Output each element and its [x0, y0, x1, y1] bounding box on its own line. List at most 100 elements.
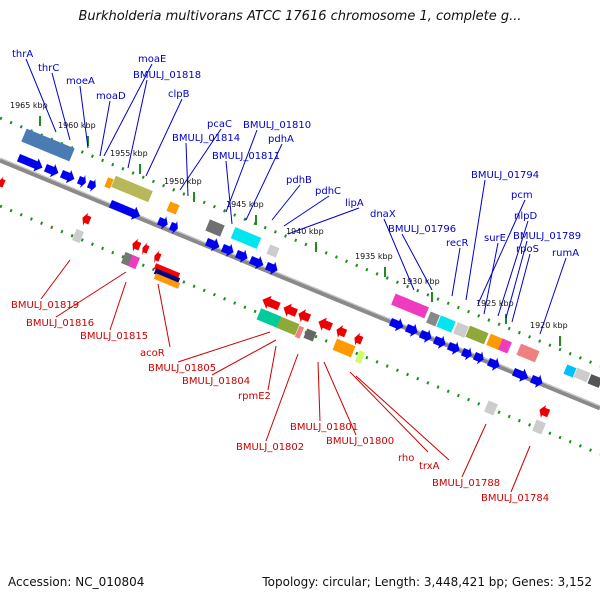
forward-gene-arrow [43, 164, 59, 178]
gene-label-forward[interactable]: surE [484, 233, 506, 244]
gene-box [486, 333, 504, 351]
gene-label-forward[interactable]: pdhC [315, 186, 341, 197]
forward-gene-arrow [16, 154, 43, 172]
gene-label-forward[interactable]: recR [446, 238, 469, 249]
label-leader [461, 423, 487, 478]
gene-label-forward[interactable]: clpB [168, 89, 190, 100]
gene-label-forward[interactable]: moaD [96, 91, 126, 102]
gene-label-reverse[interactable]: rpmE2 [238, 391, 271, 402]
cog-band-lower [72, 228, 546, 435]
label-leader [225, 160, 233, 225]
gene-box [303, 328, 317, 342]
gene-label-reverse[interactable]: rho [398, 453, 414, 464]
label-leader [383, 218, 415, 291]
gene-label-forward[interactable]: dnaX [370, 209, 396, 220]
gene-label-forward[interactable]: BMULJ_01810 [243, 120, 311, 131]
gene-label-reverse[interactable]: BMULJ_01800 [326, 436, 394, 447]
gene-box [573, 367, 591, 383]
forward-gene-arrow [432, 335, 446, 349]
gene-label-reverse[interactable]: BMULJ_01804 [182, 376, 250, 387]
gene-label-reverse[interactable]: acoR [140, 348, 165, 359]
gene-label-reverse[interactable]: BMULJ_01816 [26, 318, 94, 329]
label-leader [55, 271, 127, 318]
tick-label: 1925 kbp [476, 299, 514, 308]
gene-box [111, 175, 153, 203]
forward-gene-arrow [404, 323, 418, 337]
gene-label-forward[interactable]: rumA [552, 248, 579, 259]
gene-label-reverse[interactable]: BMULJ_01801 [290, 422, 358, 433]
gene-label-reverse[interactable]: BMULJ_01805 [148, 363, 216, 374]
gene-box [153, 263, 181, 279]
gene-label-forward[interactable]: BMULJ_01811 [212, 151, 280, 162]
forward-gene-arrow [86, 178, 96, 192]
tick-label: 1965 kbp [10, 101, 48, 110]
gene-box [294, 325, 305, 339]
tick-label: 1920 kbp [530, 321, 568, 330]
gene-label-forward[interactable]: BMULJ_01814 [172, 133, 240, 144]
gene-label-forward[interactable]: thrA [12, 49, 33, 60]
label-leader [40, 259, 71, 300]
label-leader [401, 233, 433, 291]
gene-label-reverse[interactable]: BMULJ_01784 [481, 493, 549, 504]
gene-box [72, 228, 84, 244]
label-leader [109, 281, 127, 331]
gene-box [453, 322, 469, 338]
label-leader [355, 375, 450, 461]
label-leader [99, 100, 111, 157]
gene-label-forward[interactable]: BMULJ_01794 [471, 170, 539, 181]
gene-label-reverse[interactable]: BMULJ_01815 [80, 331, 148, 342]
label-leader [177, 331, 271, 363]
gene-label-forward[interactable]: pcm [511, 190, 533, 201]
gene-label-forward[interactable]: lipA [345, 198, 364, 209]
gene-label-forward[interactable]: thrC [38, 63, 59, 74]
label-leader [265, 353, 299, 442]
label-leader [465, 179, 486, 301]
gene-label-reverse[interactable]: BMULJ_01819 [11, 300, 79, 311]
reverse-gene-arrow [154, 250, 162, 264]
label-leader [287, 207, 360, 235]
forward-gene-arrow [248, 256, 264, 270]
gene-label-forward[interactable]: BMULJ_01789 [513, 231, 581, 242]
gene-label-forward[interactable]: pcaC [207, 119, 232, 130]
gene-label-reverse[interactable]: BMULJ_01788 [432, 478, 500, 489]
tick-label: 1930 kbp [402, 277, 440, 286]
gene-box [166, 201, 180, 215]
label-leader [497, 220, 529, 317]
gene-label-forward[interactable]: BMULJ_01796 [388, 224, 456, 235]
reverse-gene-arrow [298, 309, 312, 323]
genome-backbone-highlight [0, 157, 600, 407]
forward-gene-arrow [76, 174, 86, 188]
gene-label-reverse[interactable]: trxA [419, 461, 440, 472]
gene-label-forward[interactable]: rpoS [516, 244, 539, 255]
forward-gene-arrow [234, 249, 248, 263]
gene-label-forward[interactable]: moaE [138, 54, 166, 65]
gene-box [354, 350, 366, 364]
tick-label: 1935 kbp [355, 252, 393, 261]
gene-box [587, 374, 600, 388]
gene-label-forward[interactable]: pdhB [286, 175, 312, 186]
label-leader [511, 253, 531, 323]
label-leader [145, 98, 183, 177]
cog-band-upper [21, 128, 600, 388]
label-leader [323, 361, 357, 436]
gene-label-forward[interactable]: pdhA [268, 134, 294, 145]
forward-gene-arrow [388, 318, 404, 332]
label-leader [225, 129, 258, 213]
label-leader [505, 240, 528, 319]
gene-label-forward[interactable]: BMULJ_01818 [133, 70, 201, 81]
gene-box [153, 268, 181, 284]
label-leader [451, 247, 461, 297]
gene-label-reverse[interactable]: BMULJ_01802 [236, 442, 304, 453]
gene-box [256, 308, 282, 328]
gene-label-forward[interactable]: nlpD [514, 211, 537, 222]
gene-label-forward[interactable]: moeA [66, 76, 95, 87]
forward-gene-arrow [59, 170, 75, 184]
label-leader [510, 445, 531, 493]
forward-gene-arrow [472, 351, 484, 365]
gene-box [465, 325, 489, 345]
forward-gene-arrow [264, 261, 278, 275]
reverse-gene-arrow [0, 176, 6, 190]
